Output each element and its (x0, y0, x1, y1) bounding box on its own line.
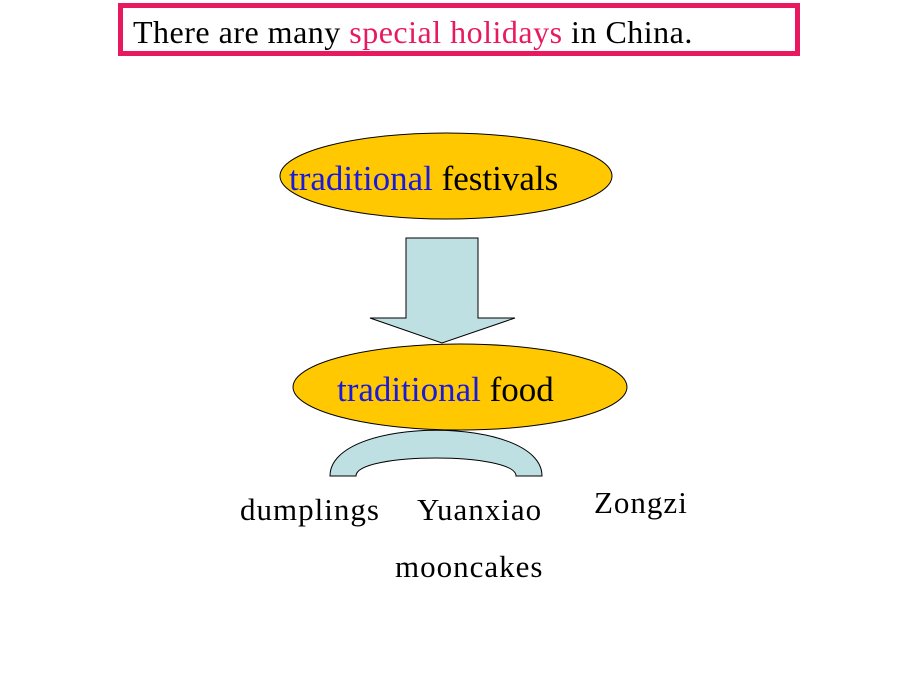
food-item-dumplings: dumplings (240, 492, 380, 527)
food-item-zongzi: Zongzi (594, 485, 688, 520)
festivals-ellipse (279, 132, 613, 220)
food-rest: food (480, 370, 554, 409)
down-arrow (369, 237, 516, 344)
title-box: There are many special holidays in China… (118, 3, 800, 56)
curved-arrow (329, 429, 543, 477)
title-highlight: special holidays (349, 14, 563, 50)
food-item-yuanxiao: Yuanxiao (417, 492, 543, 527)
festivals-highlight: traditional (289, 159, 433, 198)
title-suffix: in China. (562, 14, 693, 50)
food-highlight: traditional (337, 370, 481, 409)
title-prefix: There are many (133, 14, 350, 50)
festivals-label: traditional festivals (289, 159, 558, 199)
festivals-rest: festivals (432, 159, 559, 198)
food-item-mooncakes: mooncakes (395, 549, 544, 584)
slide-title: There are many special holidays in China… (133, 14, 693, 51)
food-ellipse (292, 343, 628, 431)
food-label: traditional food (337, 370, 554, 410)
